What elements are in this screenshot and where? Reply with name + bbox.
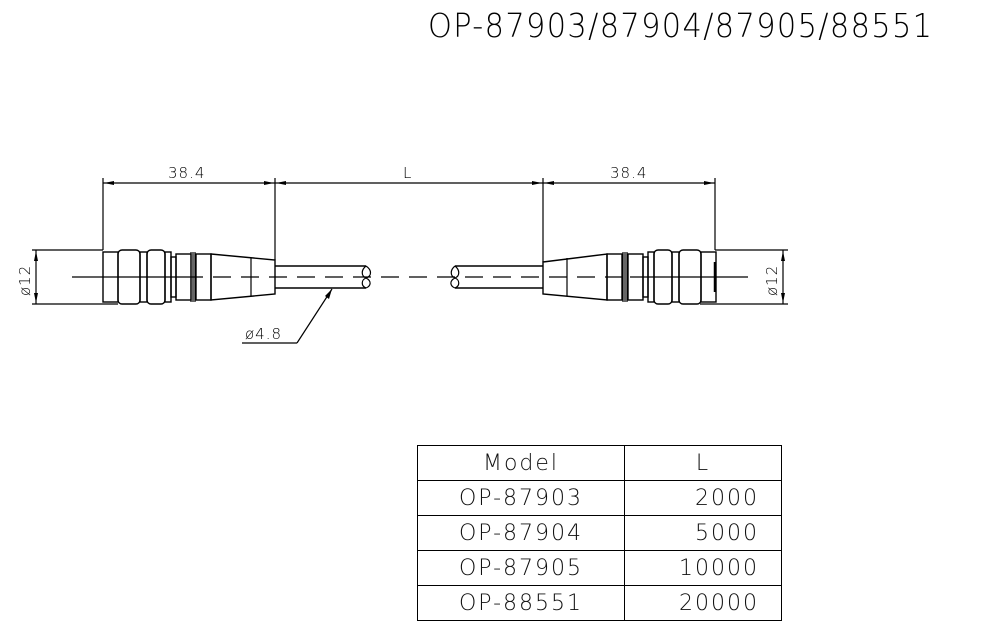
table-row: OP-87905 10000 (417, 550, 782, 586)
right-connector (542, 249, 717, 305)
left-connector (102, 249, 276, 305)
table-header-row: Model L (417, 445, 782, 481)
right-length-label: 38.4 (610, 164, 647, 182)
model-length-table: Model L OP-87903 2000 OP-87904 5000 OP-8… (417, 445, 782, 621)
drawing-title: OP-87903/87904/87905/88551 (428, 6, 934, 45)
model-cell: OP-88551 (417, 585, 625, 621)
model-cell: OP-87903 (417, 480, 625, 516)
model-cell: OP-87904 (417, 515, 625, 551)
left-diameter-dimension (32, 249, 118, 305)
cable-diameter-label: ø4.8 (245, 325, 282, 343)
length-cell: 2000 (624, 480, 782, 516)
length-cell: 10000 (624, 550, 782, 586)
header-model: Model (417, 445, 625, 481)
table-row: OP-87904 5000 (417, 515, 782, 551)
cable-length-label: L (403, 164, 412, 182)
top-dimension-lines (102, 178, 716, 262)
right-diameter-label: ø12 (763, 265, 781, 296)
cable-diameter-leader (242, 288, 333, 344)
length-cell: 20000 (624, 585, 782, 621)
header-length: L (624, 445, 782, 481)
table-row: OP-88551 20000 (417, 585, 782, 621)
model-cell: OP-87905 (417, 550, 625, 586)
left-diameter-label: ø12 (16, 265, 34, 296)
cable-left-segment (275, 265, 372, 289)
left-length-label: 38.4 (168, 164, 205, 182)
right-diameter-dimension (700, 249, 788, 305)
cable-right-segment (450, 265, 543, 289)
table-row: OP-87903 2000 (417, 480, 782, 516)
length-cell: 5000 (624, 515, 782, 551)
